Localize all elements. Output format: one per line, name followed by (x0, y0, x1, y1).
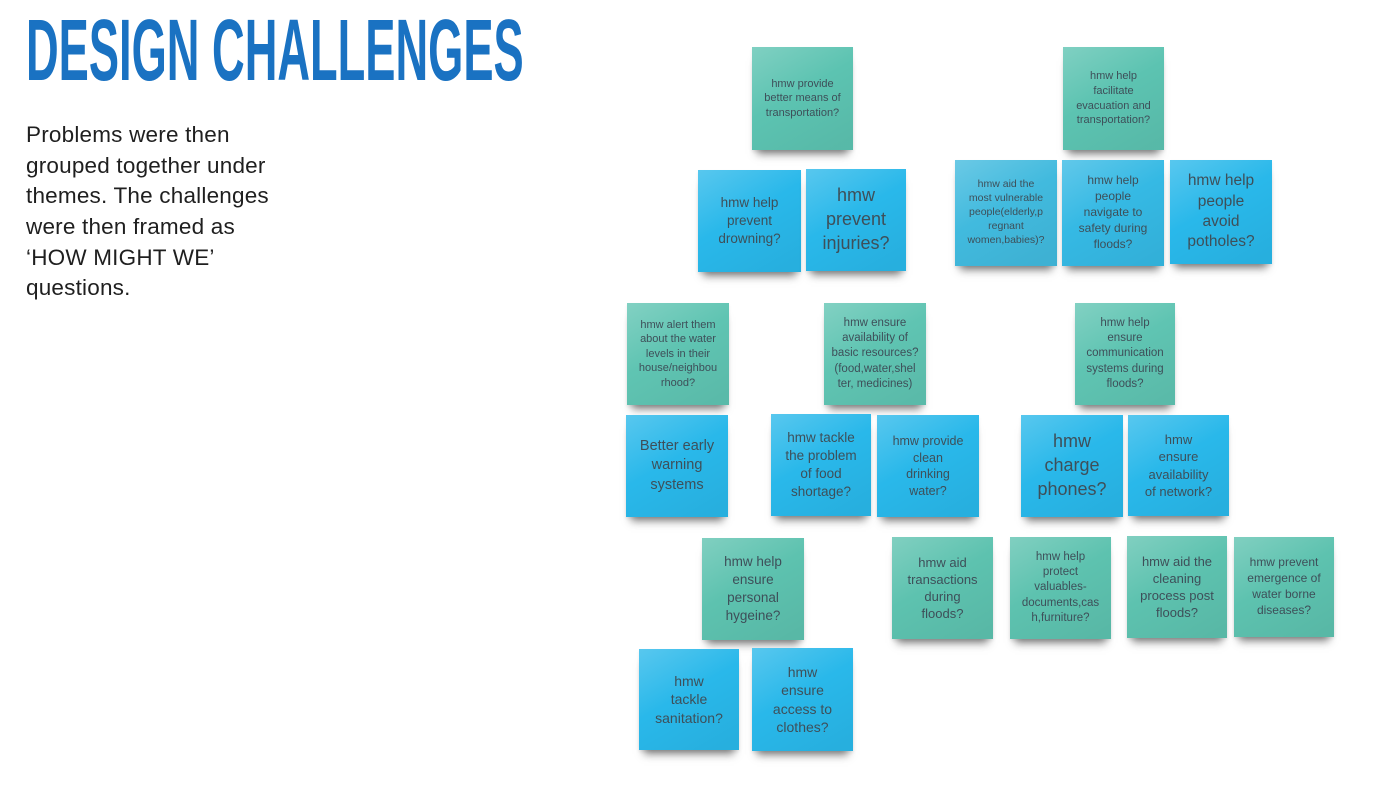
sticky-note-text: hmw prevent emergence of water borne dis… (1247, 555, 1321, 617)
sticky-note: hmw aid the most vulnerable people(elder… (955, 160, 1057, 266)
sticky-note-text: hmw aid the cleaning process post floods… (1140, 553, 1214, 621)
sticky-note-text: hmw help people navigate to safety durin… (1078, 173, 1148, 251)
sticky-note: hmw ensure availability of basic resourc… (824, 303, 926, 405)
slide-description: Problems were then grouped together unde… (26, 122, 269, 301)
sticky-note-text: hmw ensure access to clothes? (772, 663, 833, 735)
sticky-note-text: hmw ensure availability of basic resourc… (831, 317, 919, 390)
sticky-note-text: hmw provide better means of transportati… (764, 77, 841, 119)
sticky-note: hmw help people avoid potholes? (1170, 160, 1272, 264)
sticky-note: hmw help prevent drowning? (698, 170, 801, 272)
sticky-note: hmw prevent injuries? (806, 169, 906, 271)
sticky-note-text: hmw help people avoid potholes? (1187, 172, 1255, 251)
sticky-note-text: hmw tackle the problem of food shortage? (785, 430, 857, 499)
sticky-note: hmw help ensure personal hygeine? (702, 538, 804, 640)
sticky-note-text: hmw tackle sanitation? (655, 672, 723, 726)
sticky-note: Better early warning systems (626, 415, 728, 517)
sticky-note: hmw aid the cleaning process post floods… (1127, 536, 1227, 638)
sticky-note: hmw prevent emergence of water borne dis… (1234, 537, 1334, 637)
sticky-note-text: hmw help prevent drowning? (718, 195, 781, 246)
sticky-note-text: hmw aid transactions during floods? (907, 554, 978, 622)
sticky-note: hmw help people navigate to safety durin… (1062, 160, 1164, 266)
sticky-note-text: hmw help protect valuables- documents,ca… (1021, 551, 1100, 624)
sticky-note: hmw provide better means of transportati… (752, 47, 853, 150)
sticky-note-text: hmw aid the most vulnerable people(elder… (967, 178, 1045, 246)
sticky-note-text: hmw charge phones? (1037, 431, 1107, 499)
sticky-note: hmw ensure access to clothes? (752, 648, 853, 751)
sticky-note: hmw help facilitate evacuation and trans… (1063, 47, 1164, 150)
sticky-note-text: hmw provide clean drinking water? (892, 434, 964, 498)
sticky-note: hmw help ensure communication systems du… (1075, 303, 1175, 405)
sticky-note-text: hmw ensure availability of network? (1144, 432, 1213, 499)
sticky-note-text: hmw alert them about the water levels in… (638, 318, 718, 389)
sticky-note-text: hmw help ensure personal hygeine? (724, 554, 782, 623)
sticky-note-text: hmw help facilitate evacuation and trans… (1076, 70, 1151, 127)
sticky-note: hmw aid transactions during floods? (892, 537, 993, 639)
sticky-note: hmw ensure availability of network? (1128, 415, 1229, 516)
sticky-note: hmw charge phones? (1021, 415, 1123, 517)
sticky-note-text: hmw help ensure communication systems du… (1086, 317, 1164, 390)
sticky-note: hmw tackle the problem of food shortage? (771, 414, 871, 516)
sticky-note: hmw help protect valuables- documents,ca… (1010, 537, 1111, 639)
sticky-note: hmw tackle sanitation? (639, 649, 739, 750)
sticky-note-text: hmw prevent injuries? (822, 185, 890, 253)
sticky-note-text: Better early warning systems (639, 438, 715, 493)
sticky-note: hmw provide clean drinking water? (877, 415, 979, 517)
sticky-note: hmw alert them about the water levels in… (627, 303, 729, 405)
